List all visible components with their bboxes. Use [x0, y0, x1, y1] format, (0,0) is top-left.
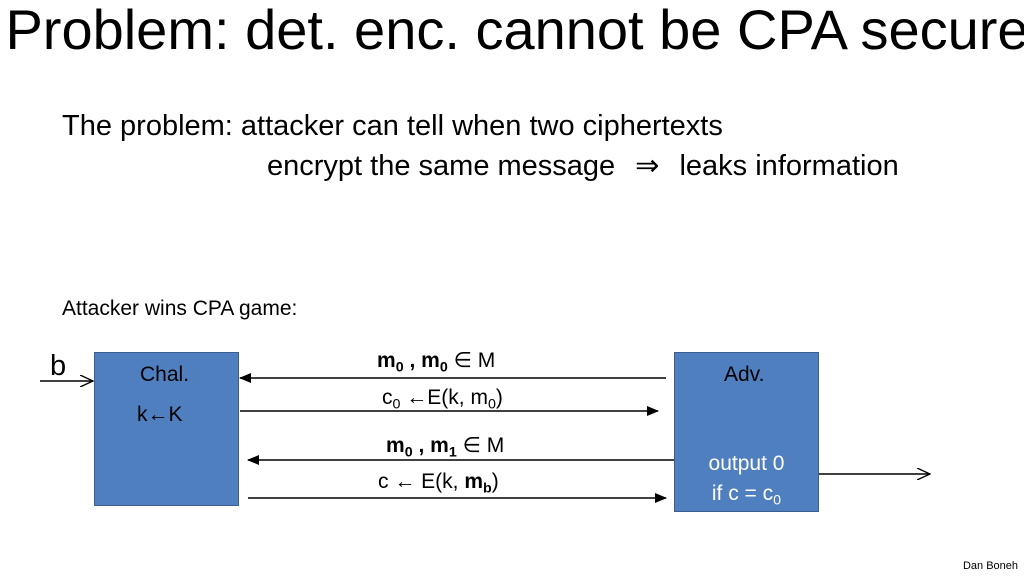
- adversary-name: Adv.: [724, 363, 765, 386]
- query2-tail: ∈ M: [456, 434, 505, 457]
- key-var: k: [137, 403, 148, 426]
- reply2-m: m: [464, 470, 484, 493]
- query2-m-b: m: [430, 434, 449, 457]
- query1-sep: ,: [403, 349, 422, 372]
- reply2-label: c ← E(k, mb): [378, 469, 499, 495]
- bit-input-label: b: [50, 350, 67, 382]
- reply1-body: E(k, m: [427, 386, 488, 409]
- problem-statement-line2-left: encrypt the same message: [267, 150, 616, 182]
- challenger-name: Chal.: [140, 363, 190, 386]
- query2-m-a-sub: 0: [404, 444, 413, 461]
- query1-tail: ∈ M: [447, 349, 496, 372]
- adversary-box: [674, 352, 819, 512]
- adversary-condition-sub: 0: [773, 492, 782, 509]
- query2-m-a: m: [386, 434, 405, 457]
- reply1-c: c: [382, 386, 393, 409]
- query2-sep: ,: [412, 434, 431, 457]
- reply1-label: c0 ←E(k, m0): [382, 385, 503, 411]
- game-label: Attacker wins CPA game:: [62, 297, 298, 320]
- key-assign-arrow: ←: [147, 403, 169, 426]
- challenger-key-generation: k←K: [137, 402, 183, 428]
- problem-statement-line2: encrypt the same message ⇒ leaks informati…: [267, 148, 899, 184]
- keyspace-var: K: [168, 403, 183, 426]
- query1-label: m0 , m0 ∈ M: [377, 348, 495, 374]
- slide-title: Problem: det. enc. cannot be CPA secure: [5, 0, 1024, 61]
- challenger-box: [94, 352, 239, 506]
- query1-m-a: m: [377, 349, 396, 372]
- author-credit: Dan Boneh: [962, 560, 1018, 572]
- problem-statement-line2-right: leaks information: [679, 150, 899, 182]
- query1-m-b: m: [421, 349, 440, 372]
- reply2-close: ): [491, 470, 499, 493]
- reply1-arrow: ←: [400, 386, 428, 409]
- query2-label: m0 , m1 ∈ M: [386, 433, 504, 459]
- reply1-c-sub: 0: [392, 396, 401, 413]
- reply2-prefix: c ← E(k,: [378, 470, 465, 493]
- reply1-close: ): [495, 386, 503, 409]
- adversary-condition: if c = c: [711, 482, 774, 505]
- query2-m-b-sub: 1: [448, 444, 457, 461]
- reply2-m-sub: b: [483, 480, 492, 497]
- adversary-output-line1: output 0: [708, 452, 785, 475]
- adversary-output-line2: if c = c0: [674, 480, 819, 508]
- problem-statement-line1: The problem: attacker can tell when two …: [62, 110, 723, 142]
- query1-m-a-sub: 0: [395, 359, 404, 376]
- query1-m-b-sub: 0: [439, 359, 448, 376]
- implies-symbol: ⇒: [635, 150, 660, 182]
- reply1-m-sub: 0: [487, 396, 496, 413]
